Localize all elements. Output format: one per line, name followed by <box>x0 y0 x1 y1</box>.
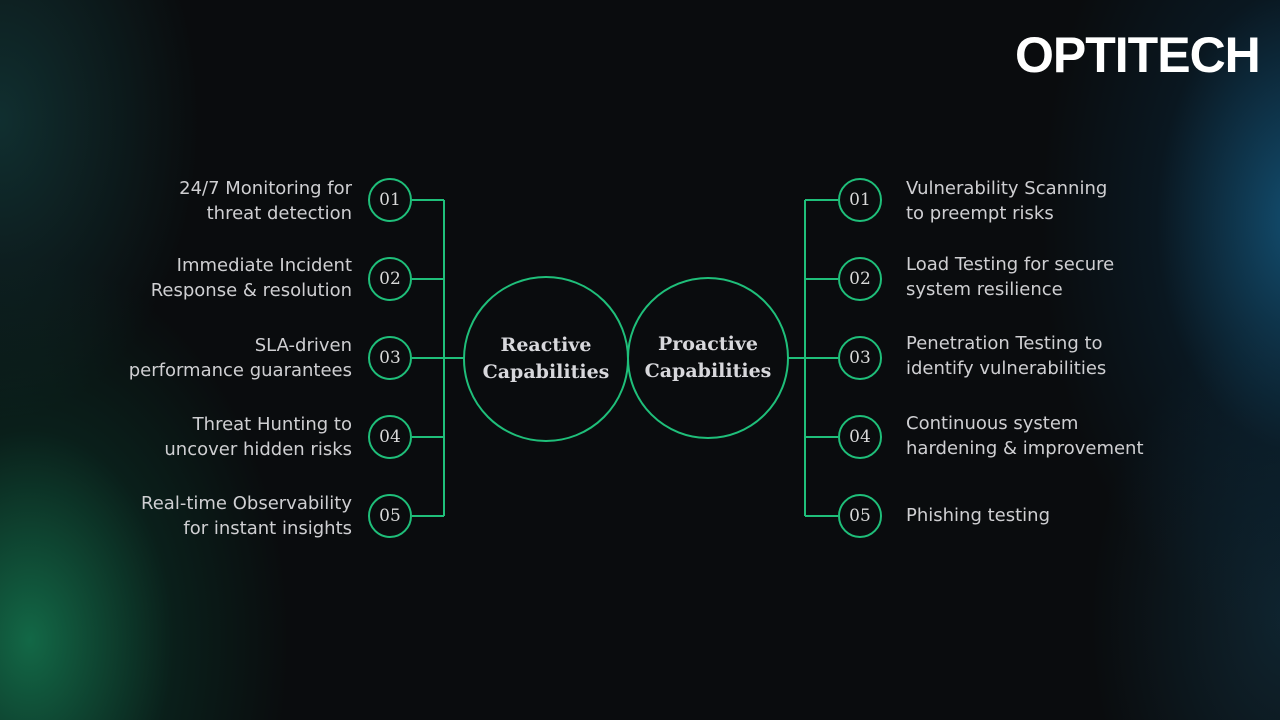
reactive-item: Threat Hunting to uncover hidden risks <box>52 412 352 462</box>
item-line1: Load Testing for secure <box>906 254 1115 275</box>
proactive-number-badge: 03 <box>838 336 882 380</box>
proactive-title-line1: Proactive <box>658 333 758 355</box>
proactive-item: Phishing testing <box>906 503 1206 528</box>
optitech-logo: OPTITECH <box>1015 27 1261 83</box>
item-line2: hardening & improvement <box>906 438 1144 459</box>
reactive-title-line1: Reactive <box>500 334 592 356</box>
item-line2: identify vulnerabilities <box>906 358 1107 379</box>
proactive-number-badge: 01 <box>838 178 882 222</box>
item-line1: Continuous system <box>906 413 1079 434</box>
proactive-item: Load Testing for secure system resilience <box>906 252 1206 302</box>
proactive-item: Continuous system hardening & improvement <box>906 411 1206 461</box>
reactive-number-badge: 04 <box>368 415 412 459</box>
reactive-number-badge: 05 <box>368 494 412 538</box>
item-line2: performance guarantees <box>128 360 352 381</box>
item-line2: system resilience <box>906 279 1063 300</box>
item-line2: for instant insights <box>183 518 352 539</box>
item-line1: Threat Hunting to <box>192 414 352 435</box>
reactive-item: 24/7 Monitoring for threat detection <box>52 176 352 226</box>
proactive-number-badge: 04 <box>838 415 882 459</box>
item-line2: threat detection <box>206 203 352 224</box>
item-line2: Response & resolution <box>150 280 352 301</box>
item-line2: uncover hidden risks <box>164 439 352 460</box>
reactive-item: SLA-driven performance guarantees <box>52 333 352 383</box>
reactive-number-badge: 02 <box>368 257 412 301</box>
proactive-number-badge: 02 <box>838 257 882 301</box>
proactive-number-badge: 05 <box>838 494 882 538</box>
item-line1: Immediate Incident <box>176 255 352 276</box>
item-line1: Penetration Testing to <box>906 333 1103 354</box>
item-line1: Phishing testing <box>906 505 1051 526</box>
item-line1: SLA-driven <box>254 335 352 356</box>
proactive-title-line2: Capabilities <box>644 360 772 382</box>
proactive-item: Vulnerability Scanning to preempt risks <box>906 176 1206 226</box>
reactive-number-badge: 01 <box>368 178 412 222</box>
proactive-item: Penetration Testing to identify vulnerabi… <box>906 331 1206 381</box>
item-line2: to preempt risks <box>906 203 1054 224</box>
item-line1: 24/7 Monitoring for <box>179 178 352 199</box>
item-line1: Vulnerability Scanning <box>906 178 1108 199</box>
reactive-number-badge: 03 <box>368 336 412 380</box>
item-line1: Real-time Observability <box>141 493 352 514</box>
reactive-title-line2: Capabilities <box>482 361 610 383</box>
reactive-item: Real-time Observability for instant insig… <box>52 491 352 541</box>
